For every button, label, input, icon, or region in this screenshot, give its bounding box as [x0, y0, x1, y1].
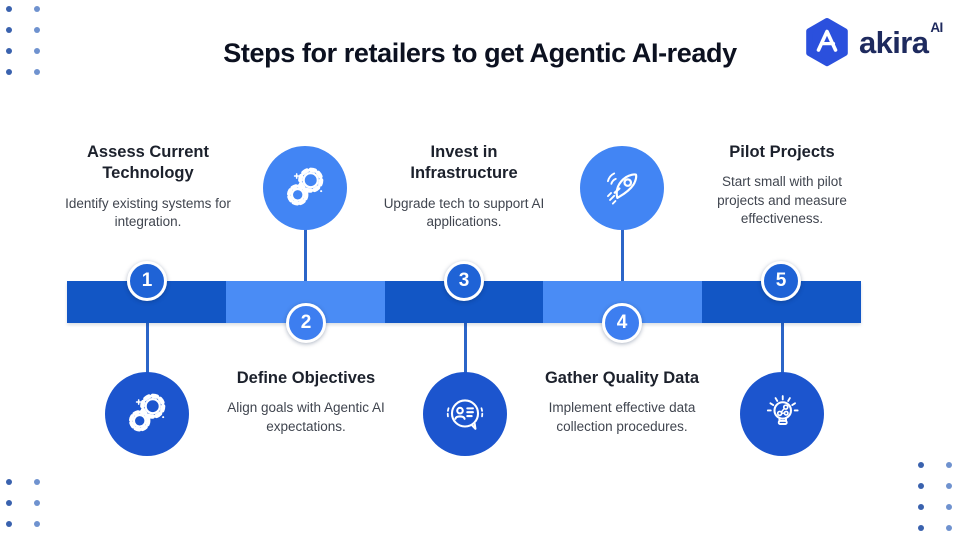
- decor-dots-bottom-right: [918, 462, 952, 531]
- chat-contact-icon: [446, 399, 484, 430]
- step-4-icon-circle: [580, 146, 664, 230]
- rocket-icon: [607, 172, 638, 205]
- step-3-description: Upgrade tech to support AI applications.: [383, 195, 545, 230]
- lightbulb-share-icon: [766, 395, 799, 425]
- logo-brand-text: akira: [859, 24, 929, 60]
- step-3-number-badge: 3: [444, 261, 484, 301]
- step-1-number-badge: 1: [127, 261, 167, 301]
- connector-step-4: [620, 228, 624, 282]
- step-5-number-badge: 5: [761, 261, 801, 301]
- step-2-description: Align goals with Agentic AI expectations…: [227, 400, 385, 434]
- step-5-text-block: Pilot Projects Start small with pilot pr…: [672, 142, 892, 228]
- step-4-text-block: Gather Quality Data Implement effective …: [512, 368, 732, 436]
- step-3-title: Invest in Infrastructure: [410, 143, 518, 183]
- page-title: Steps for retailers to get Agentic AI-re…: [223, 38, 737, 68]
- step-5-icon-circle: [740, 372, 824, 456]
- step-4-description: Implement effective data collection proc…: [548, 400, 696, 434]
- step-2-text-block: Define Objectives Align goals with Agent…: [196, 368, 416, 436]
- step-1-icon-circle: [105, 372, 189, 456]
- step-5-description: Start small with pilot projects and meas…: [717, 174, 847, 226]
- gears-icon: [286, 167, 324, 206]
- logo-suffix-text: AI: [930, 20, 943, 36]
- step-4-title: Gather Quality Data: [544, 369, 700, 387]
- connector-step-2: [303, 228, 307, 282]
- step-2-icon-circle: [263, 146, 347, 230]
- gears-icon: [128, 393, 166, 432]
- step-2-number-badge: 2: [286, 303, 326, 343]
- step-1-text-block: Assess Current Technology Identify exist…: [38, 142, 258, 231]
- connector-step-1: [145, 322, 149, 374]
- akira-hexagon-logo-icon: [806, 18, 848, 67]
- step-3-icon-circle: [423, 372, 507, 456]
- connector-step-3: [463, 322, 467, 374]
- timeline-bar: [67, 281, 861, 323]
- decor-dots-bottom-left: [6, 479, 40, 540]
- step-2-title: Define Objectives: [236, 369, 376, 387]
- step-3-text-block: Invest in Infrastructure Upgrade tech to…: [354, 142, 574, 231]
- step-1-title: Assess Current Technology: [87, 143, 209, 183]
- decor-dots-top-left: [6, 6, 40, 75]
- step-1-description: Identify existing systems for integratio…: [65, 195, 231, 230]
- step-4-number-badge: 4: [602, 303, 642, 343]
- connector-step-5: [780, 322, 784, 374]
- step-5-title: Pilot Projects: [729, 143, 835, 161]
